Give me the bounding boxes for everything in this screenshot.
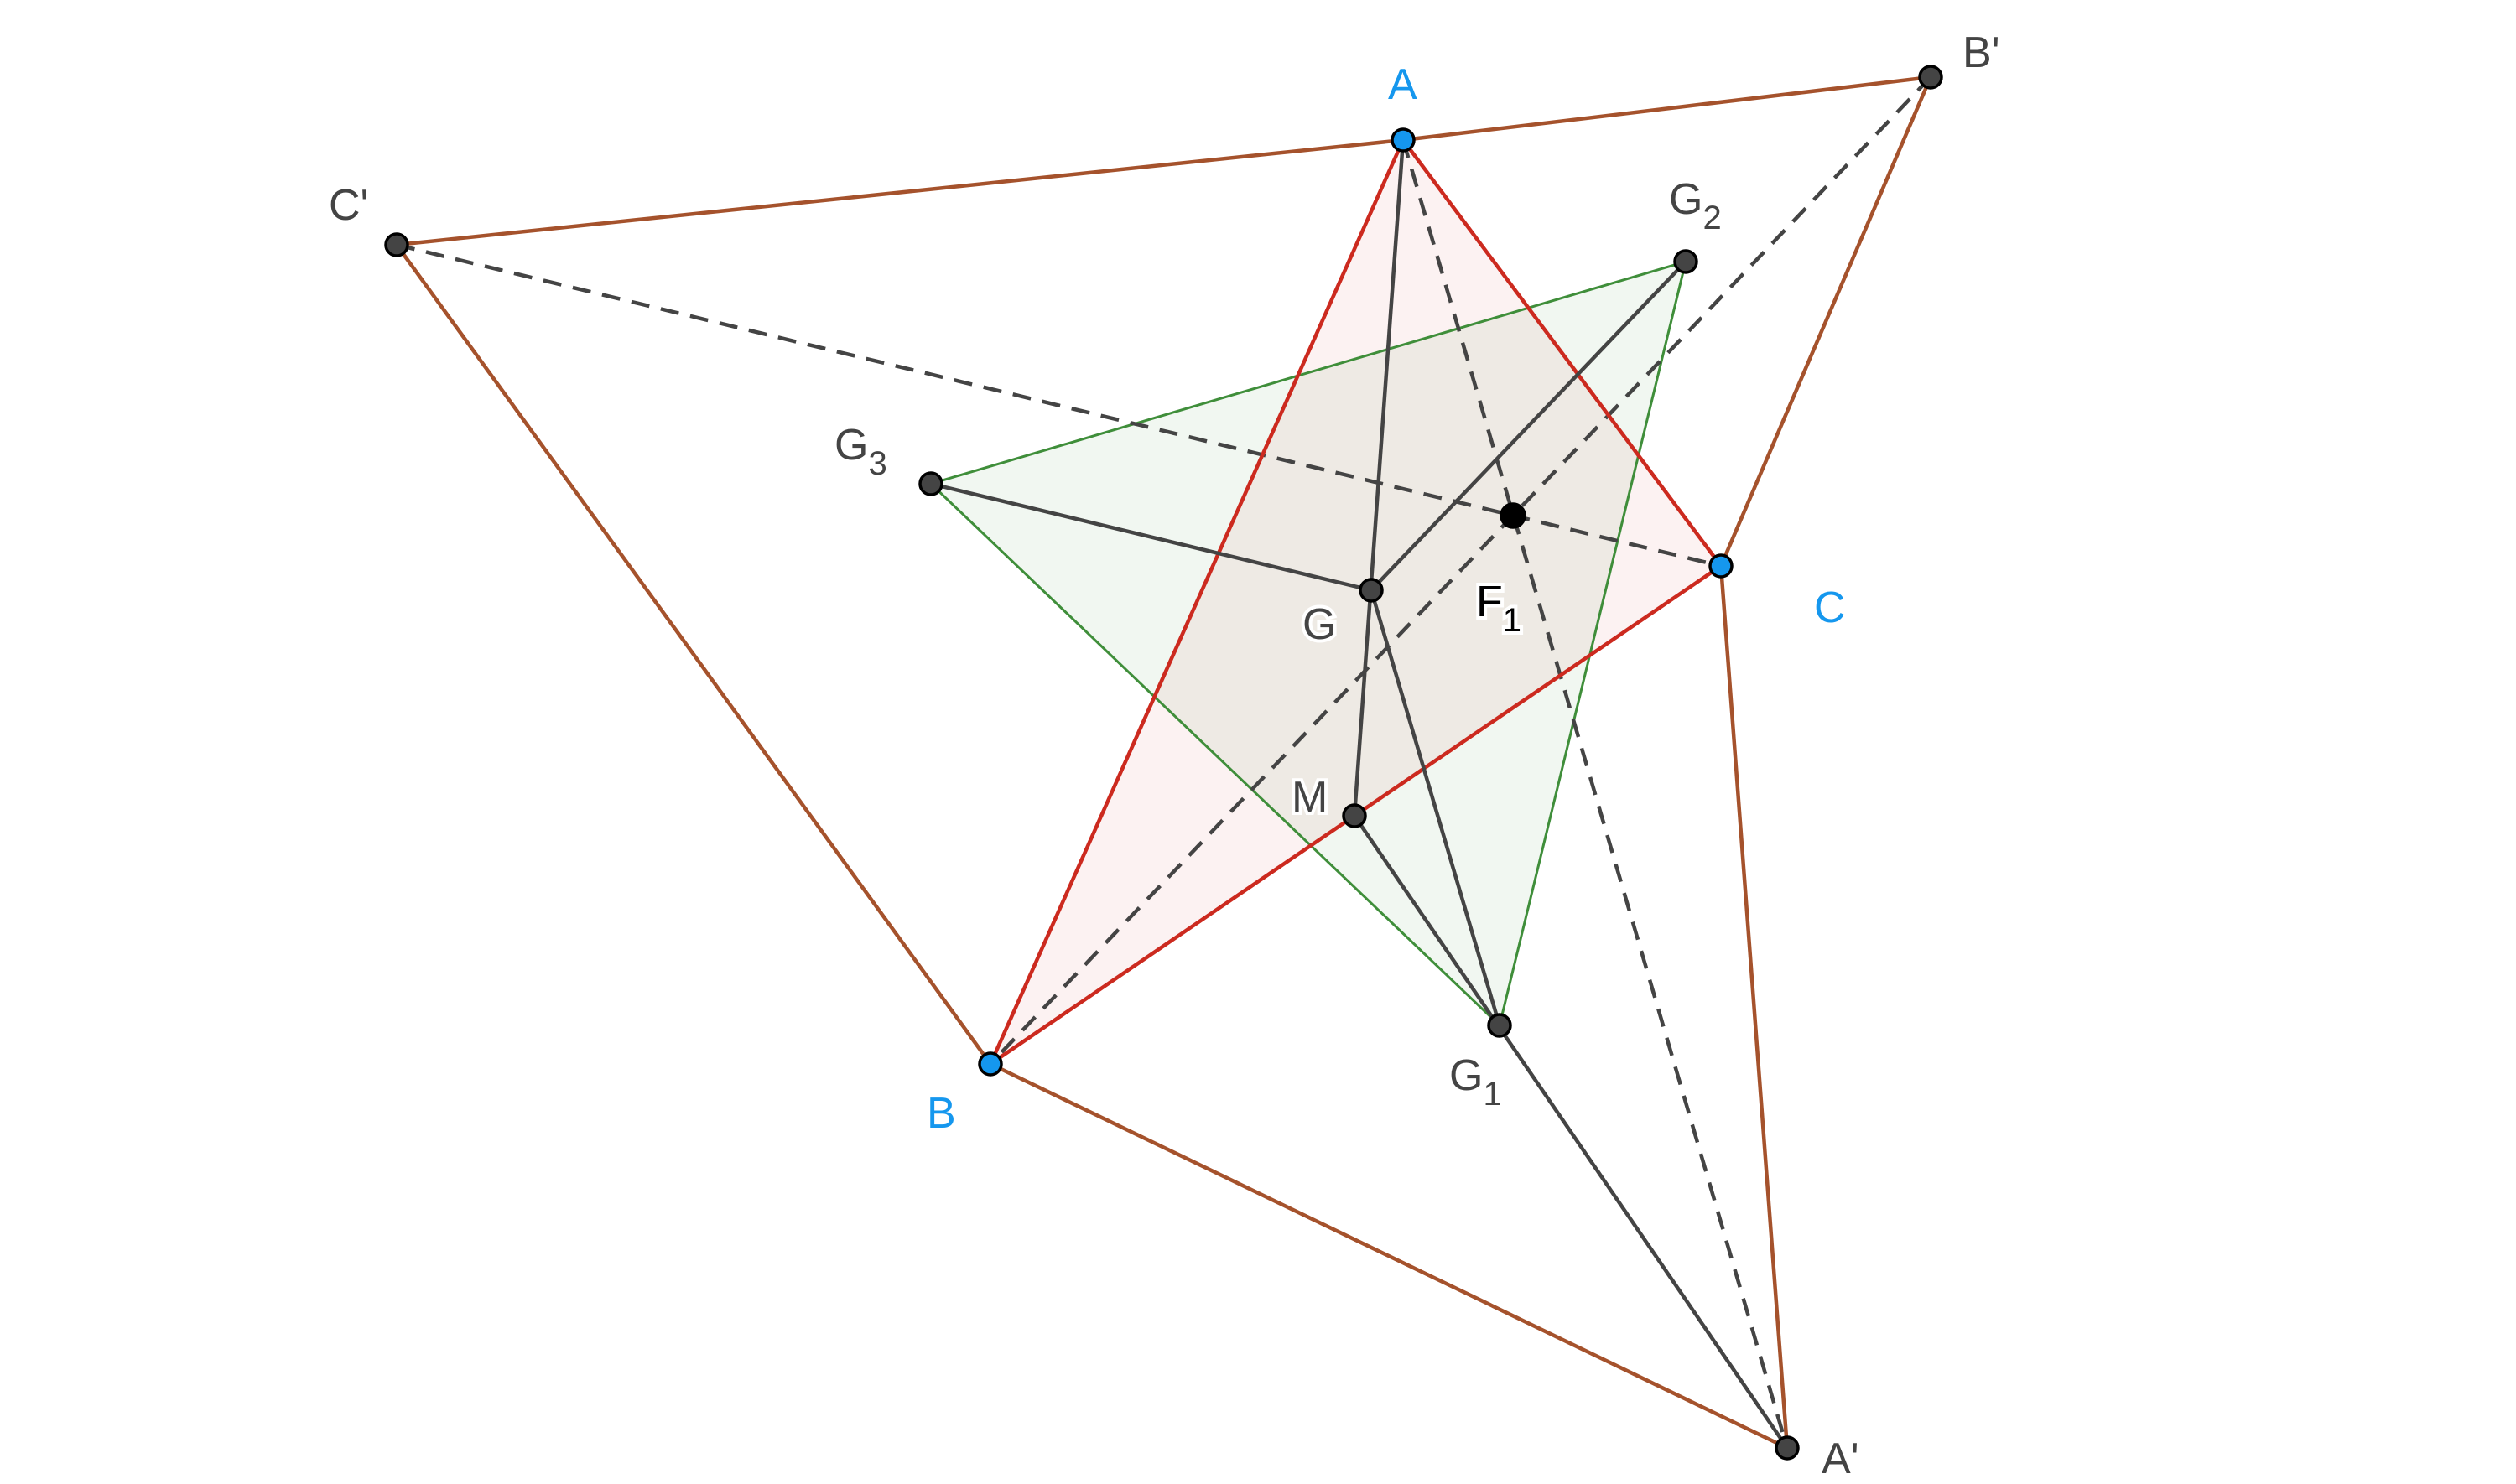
- label-g1: G1: [1449, 1051, 1502, 1113]
- segment-m-a-prime[interactable]: [1353, 814, 1789, 1450]
- segment-c-a-prime[interactable]: [1718, 565, 1790, 1449]
- segment-c-prime-a[interactable]: [396, 138, 1404, 247]
- point-c-prime[interactable]: [384, 232, 409, 257]
- segment-b-c-prime[interactable]: [395, 243, 992, 1066]
- segment-a-b-prime[interactable]: [1402, 75, 1931, 143]
- point-a[interactable]: [1391, 127, 1416, 153]
- point-m[interactable]: [1342, 803, 1367, 828]
- point-g1[interactable]: [1487, 1013, 1512, 1038]
- label-a: A: [1388, 60, 1417, 109]
- label-g2: G2: [1669, 175, 1722, 236]
- point-g3[interactable]: [918, 471, 944, 496]
- point-g2[interactable]: [1673, 249, 1698, 274]
- label-a-prime: A': [1822, 1435, 1859, 1483]
- label-c-prime: C': [329, 181, 368, 230]
- segment-g-g1[interactable]: [1369, 589, 1502, 1026]
- label-f1: F1: [1476, 578, 1521, 639]
- point-a-prime[interactable]: [1775, 1435, 1800, 1461]
- point-g[interactable]: [1359, 578, 1384, 603]
- label-b-prime: B': [1962, 29, 2000, 77]
- segment-a-m[interactable]: [1352, 139, 1406, 817]
- point-b-prime[interactable]: [1918, 65, 1943, 90]
- segment-g-g2[interactable]: [1370, 260, 1687, 592]
- triangle-g1g2g3[interactable]: [928, 259, 1688, 1028]
- label-b: B: [927, 1089, 956, 1138]
- triangle-abc-fill: [990, 140, 1721, 1064]
- point-c[interactable]: [1708, 553, 1734, 579]
- label-g3: G3: [834, 421, 887, 482]
- segment-b-prime-c[interactable]: [1718, 76, 1933, 567]
- point-b[interactable]: [978, 1051, 1003, 1077]
- segment-a-prime-b[interactable]: [990, 1061, 1788, 1450]
- label-c: C: [1814, 584, 1846, 632]
- dashed-b-prime-b[interactable]: [989, 75, 1932, 1066]
- dashed-a-a-prime[interactable]: [1401, 139, 1790, 1449]
- point-f1[interactable]: [1500, 502, 1526, 529]
- segment-g-g3[interactable]: [930, 481, 1372, 593]
- label-m: M: [1292, 773, 1328, 822]
- triangle-g1g2g3-fill: [931, 262, 1686, 1025]
- label-g: G: [1302, 600, 1336, 649]
